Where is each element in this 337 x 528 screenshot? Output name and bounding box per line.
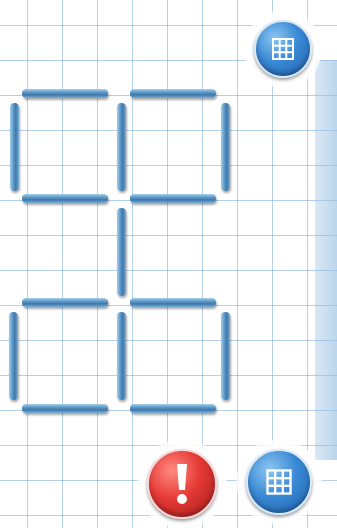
exclamation-icon <box>171 462 193 506</box>
matchstick-upper-left-vertical[interactable] <box>10 103 19 191</box>
matchstick-lower-right-vertical[interactable] <box>221 312 230 400</box>
grid-icon <box>270 36 296 62</box>
grid-toggle-button-top[interactable] <box>254 20 312 78</box>
grid-icon <box>264 467 294 497</box>
matchstick-middle-upper-right[interactable] <box>130 194 216 203</box>
matchstick-top-left[interactable] <box>22 89 108 98</box>
matchstick-bottom-right[interactable] <box>130 404 216 413</box>
hint-button[interactable] <box>147 449 217 519</box>
grid-toggle-button-bottom[interactable] <box>246 449 312 515</box>
matchstick-upper-middle-vertical[interactable] <box>117 103 126 191</box>
matchstick-top-right[interactable] <box>130 89 216 98</box>
matchstick-middle-upper-left[interactable] <box>22 194 108 203</box>
matchstick-middle-lower-right[interactable] <box>130 298 216 307</box>
matchstick-bottom-left[interactable] <box>22 404 108 413</box>
matchstick-center-vertical[interactable] <box>117 208 126 296</box>
matchstick-lower-left-vertical[interactable] <box>9 312 18 400</box>
matchstick-lower-middle-vertical[interactable] <box>117 312 126 400</box>
matchstick-upper-right-vertical[interactable] <box>221 103 230 191</box>
matchstick-middle-lower-left[interactable] <box>22 298 108 307</box>
